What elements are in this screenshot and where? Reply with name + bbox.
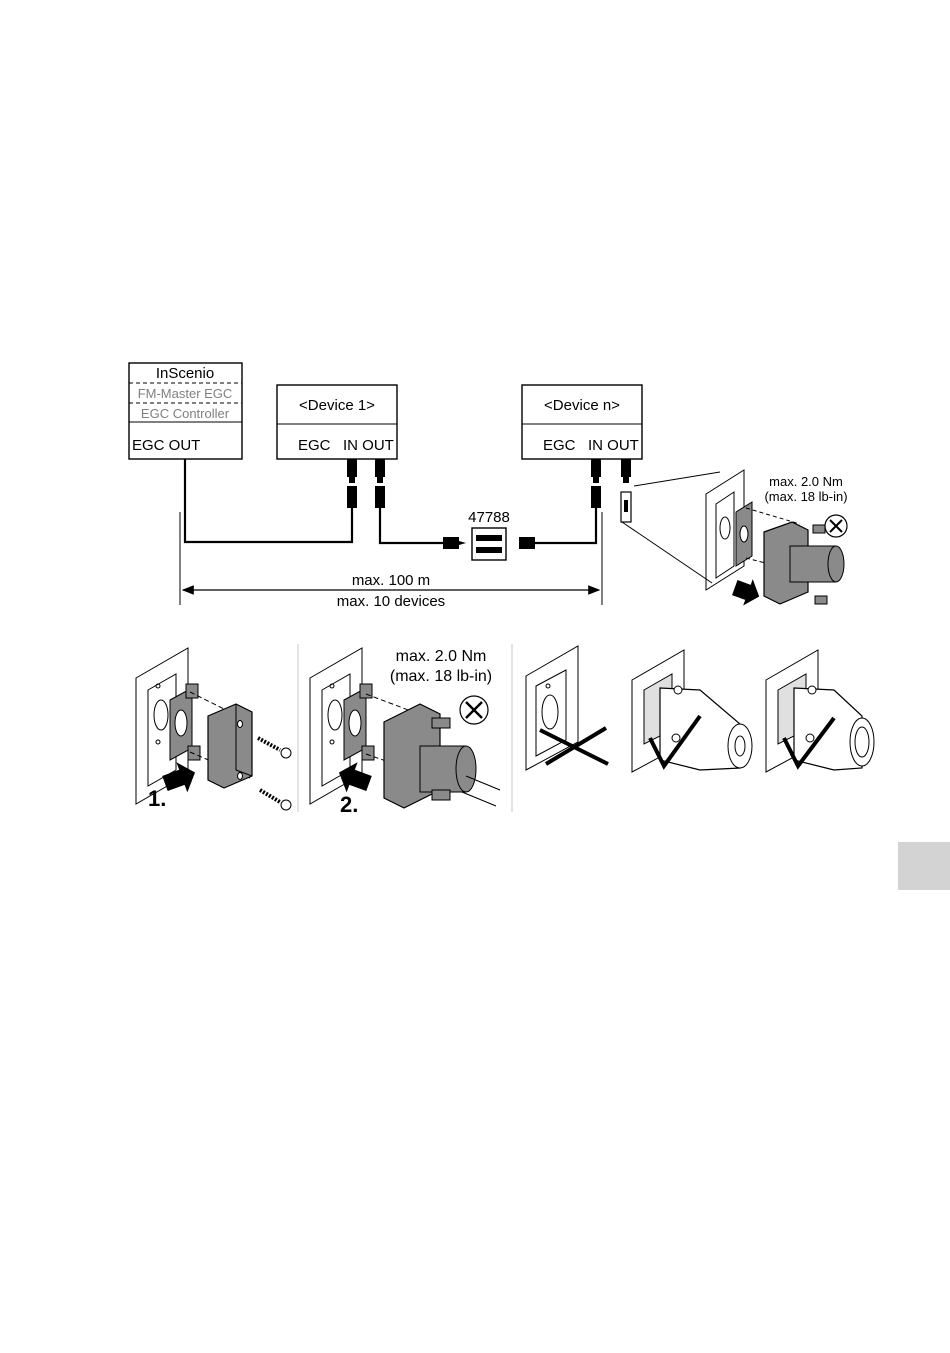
wrong-example bbox=[526, 646, 608, 770]
device-n-box: <Device n> EGC IN OUT bbox=[522, 385, 642, 459]
zoom-line-top bbox=[634, 472, 720, 486]
device-1-ports: EGC IN OUT bbox=[298, 437, 394, 454]
controller-title: InScenio bbox=[156, 365, 214, 382]
controller-alt-2: EGC Controller bbox=[141, 406, 230, 421]
device-1-title: <Device 1> bbox=[299, 397, 375, 414]
device-1-connectors bbox=[347, 459, 385, 508]
device-1-box: <Device 1> EGC IN OUT bbox=[277, 385, 397, 459]
step-2-illustration: 2. max. 2.0 Nm (max. 18 lb-in) bbox=[310, 648, 500, 817]
adapter-47788: 47788 bbox=[468, 509, 510, 560]
torque-large-line-1: max. 2.0 Nm bbox=[396, 648, 487, 665]
span-devices-label: max. 10 devices bbox=[337, 593, 445, 610]
torque-small-line-2: (max. 18 lb-in) bbox=[764, 489, 847, 504]
controller-port-label: EGC OUT bbox=[132, 437, 200, 454]
device-n-ports: EGC IN OUT bbox=[543, 437, 639, 454]
correct-example-1 bbox=[632, 650, 752, 772]
step-1-number: 1. bbox=[148, 786, 166, 811]
span-dimension: max. 100 m max. 10 devices bbox=[180, 512, 602, 610]
inset-terminator-mounted: max. 2.0 Nm (max. 18 lb-in) bbox=[706, 470, 848, 610]
chapter-tab bbox=[898, 842, 950, 890]
device-n-title: <Device n> bbox=[544, 397, 620, 414]
span-length-label: max. 100 m bbox=[352, 572, 430, 589]
zoom-line-bottom bbox=[622, 522, 712, 583]
step-2-number: 2. bbox=[340, 792, 358, 817]
controller-alt-1: FM-Master EGC bbox=[138, 386, 233, 401]
torque-large-line-2: (max. 18 lb-in) bbox=[390, 668, 492, 685]
torque-small-line-1: max. 2.0 Nm bbox=[769, 474, 843, 489]
step-1-illustration: 1. bbox=[136, 648, 291, 811]
correct-example-2 bbox=[766, 650, 874, 772]
cables bbox=[185, 459, 596, 549]
controller-box: InScenio FM-Master EGC EGC Controller EG… bbox=[129, 363, 242, 459]
part-number-label: 47788 bbox=[468, 509, 510, 526]
